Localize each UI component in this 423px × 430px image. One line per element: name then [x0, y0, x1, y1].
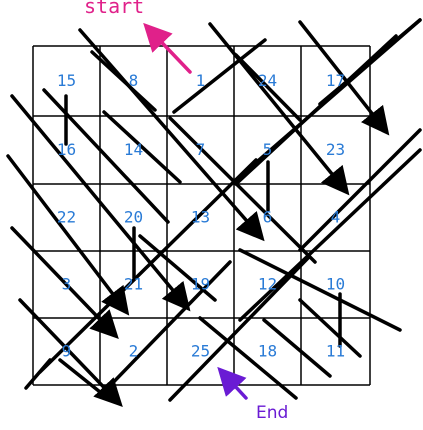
- cell-number: 13: [191, 208, 210, 227]
- path-arrow: [18, 298, 123, 408]
- cell-number: 5: [263, 140, 273, 159]
- cell-number: 8: [129, 71, 139, 90]
- path-arrow: [168, 256, 310, 402]
- cell-number: 21: [124, 275, 143, 294]
- path-arrow: [234, 53, 302, 122]
- path-arrow: [78, 28, 265, 242]
- cell-number: 4: [331, 208, 341, 227]
- cell-number: 23: [326, 140, 345, 159]
- path-arrow: [90, 50, 157, 112]
- cell-number: 18: [258, 342, 277, 361]
- start-label: start: [84, 0, 145, 18]
- cell-number: 22: [57, 208, 76, 227]
- path-arrow: [198, 316, 298, 400]
- cell-number: 6: [263, 208, 273, 227]
- cell-number: 7: [196, 140, 206, 159]
- path-arrow: [102, 110, 182, 184]
- path-arrow: [298, 298, 362, 358]
- path-arrow: [172, 38, 267, 114]
- start-arrow: [143, 22, 192, 74]
- cell-number: 17: [326, 71, 345, 90]
- path-arrow: [262, 318, 332, 378]
- path-arrow: [298, 20, 390, 136]
- cell-number: 24: [258, 71, 277, 90]
- cell-number: 11: [326, 342, 345, 361]
- path-arrow: [238, 248, 402, 332]
- cell-number: 10: [326, 275, 345, 294]
- path-arrow: [238, 148, 422, 322]
- cell-number: 1: [196, 71, 206, 90]
- path-arrow: [208, 22, 350, 196]
- cell-numbers: 15 8 1 24 17 16 14 7 5 23 22 20 13 6 4 3 21 19 12 10 9 2 25 18 1…: [57, 71, 345, 361]
- cell-number: 2: [129, 342, 139, 361]
- path-arrow: [168, 116, 317, 264]
- cell-number: 12: [258, 275, 277, 294]
- path-arrow: [38, 158, 258, 374]
- path-arrow: [298, 128, 422, 252]
- cell-number: 20: [124, 208, 143, 227]
- cell-number: 25: [191, 342, 210, 361]
- path-arrow: [6, 154, 130, 316]
- path-arrows: [6, 18, 422, 408]
- cell-number: 3: [62, 275, 72, 294]
- path-arrow: [24, 358, 52, 390]
- cell-number: 19: [191, 275, 210, 294]
- path-arrow: [234, 34, 398, 186]
- end-arrow: [217, 366, 248, 400]
- path-arrow: [10, 94, 191, 312]
- cell-number: 14: [124, 140, 143, 159]
- end-label: End: [256, 403, 289, 423]
- cell-number: 9: [62, 342, 72, 361]
- cell-number: 16: [57, 140, 76, 159]
- cell-number: 15: [57, 71, 76, 90]
- path-arrow: [98, 260, 232, 398]
